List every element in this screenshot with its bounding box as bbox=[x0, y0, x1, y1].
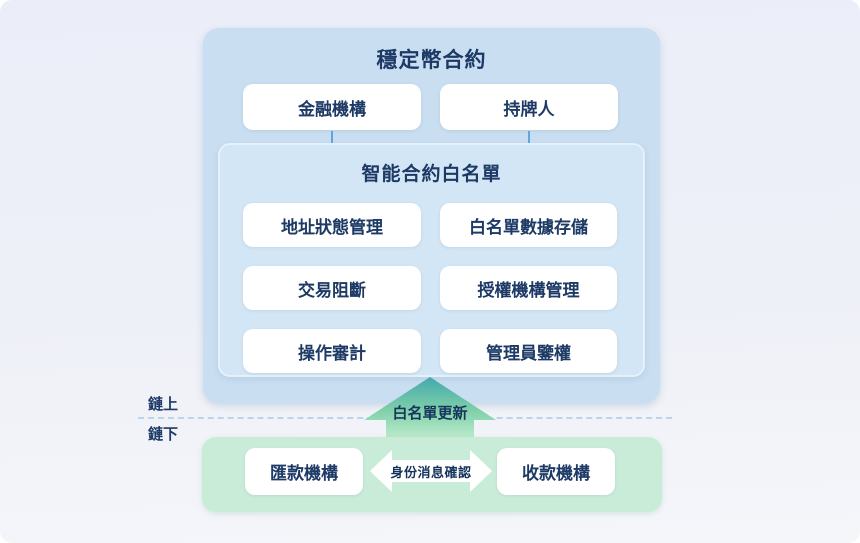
module-box-whitelist-storage: 白名單數據存儲 bbox=[440, 203, 617, 247]
whitelist-title: 智能合約白名單 bbox=[361, 164, 502, 185]
stablecoin-contract-title: 穩定幣合約 bbox=[376, 49, 487, 72]
financial-institution-box: 金融機構 bbox=[243, 84, 421, 130]
offchain-label: 鏈下 bbox=[148, 426, 179, 443]
whitelist-update-label: 白名單更新 bbox=[392, 405, 468, 422]
identity-exchange-label: 身份消息確認 bbox=[390, 464, 472, 480]
module-box-admin-auth: 管理員鑒權 bbox=[440, 329, 617, 373]
license-holder-box: 持牌人 bbox=[440, 84, 618, 130]
remitting-institution-box: 匯款機構 bbox=[245, 448, 363, 495]
onchain-label: 鏈上 bbox=[148, 396, 179, 413]
module-box-operation-audit: 操作審計 bbox=[243, 329, 421, 373]
module-box-tx-blocking: 交易阻斷 bbox=[243, 266, 421, 310]
module-box-address-status: 地址狀態管理 bbox=[243, 203, 421, 247]
module-box-authorized-org: 授權機構管理 bbox=[440, 266, 617, 310]
receiving-institution-box: 收款機構 bbox=[497, 448, 615, 495]
